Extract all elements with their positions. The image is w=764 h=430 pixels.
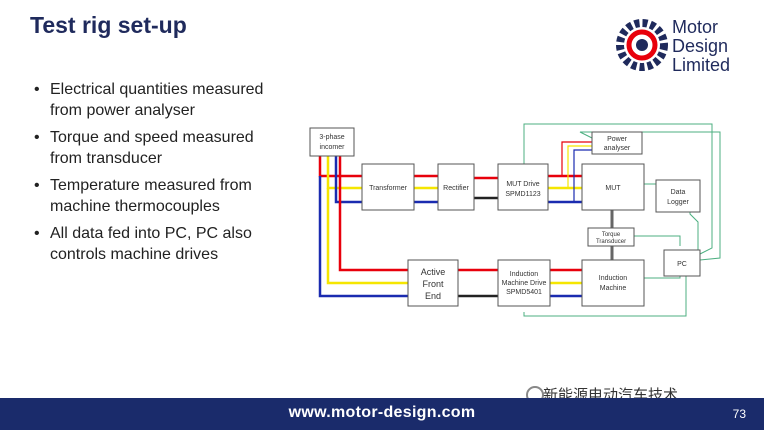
pc-label: PC [677, 261, 687, 268]
rectifier-block [437, 163, 475, 211]
induction-machine-label: Induction [599, 275, 628, 282]
induction-machine-block [581, 259, 645, 307]
page-title: Test rig set-up [30, 12, 187, 38]
afe-label: End [425, 291, 441, 301]
im-drive-block [497, 259, 551, 307]
rectifier-label: Rectifier [443, 185, 469, 192]
im-drive-label: SPMD5401 [506, 289, 542, 296]
mut-drive-block [497, 163, 549, 211]
test-rig-diagram: 3-phase incomer Transformer Rectifier MU… [309, 123, 721, 317]
bullet-item: All data fed into PC, PC also controls m… [34, 224, 284, 265]
wire-blue-bottom [318, 176, 408, 298]
incomer-label: 3-phase [319, 134, 344, 141]
afe-block [407, 259, 459, 307]
torque-transducer-block [587, 227, 635, 247]
afe-label: Active [421, 267, 446, 277]
power-analyser-block [591, 131, 643, 155]
torque-transducer-label: Transducer [596, 239, 626, 245]
wire-red-bottom [338, 156, 408, 272]
logo-line-1: Motor [672, 17, 719, 37]
data-logger-label: Data [671, 189, 686, 196]
mut-block [581, 163, 645, 211]
incomer-label: incomer [320, 144, 346, 151]
torque-transducer-label: Torque [602, 232, 621, 238]
wire-yellow-top [326, 156, 362, 190]
pc-block [663, 249, 701, 277]
transformer-block [361, 163, 415, 211]
im-drive-label: Induction [510, 271, 539, 278]
power-analyser-label: analyser [604, 145, 631, 152]
mut-drive-label: MUT Drive [506, 181, 539, 188]
power-analyser-label: Power [607, 136, 628, 143]
incomer-block [309, 127, 355, 157]
footer-url[interactable]: www.motor-design.com [288, 404, 476, 421]
im-drive-label: Machine Drive [502, 280, 547, 287]
data-logger-block [655, 179, 701, 213]
data-logger-label: Logger [667, 199, 689, 206]
wire-yellow-bottom [326, 188, 408, 285]
bullet-list: Electrical quantities measured from powe… [34, 80, 284, 272]
logo-text: Motor Design Limited [672, 18, 730, 75]
induction-machine-label: Machine [600, 285, 627, 292]
footer-bar: www.motor-design.com 73 [0, 398, 764, 430]
bullet-item: Temperature measured from machine thermo… [34, 176, 284, 217]
logo-line-2: Design [672, 36, 729, 56]
logo-icon [616, 19, 668, 71]
wire-blue-top [334, 156, 362, 204]
mut-label: MUT [605, 185, 621, 192]
logo-line-3: Limited [672, 55, 731, 75]
afe-label: Front [422, 279, 444, 289]
mut-drive-label: SPMD1123 [505, 191, 540, 198]
page-number: 73 [732, 407, 746, 421]
bullet-item: Torque and speed measured from transduce… [34, 128, 284, 169]
power-wires [318, 141, 592, 298]
bullet-item: Electrical quantities measured from powe… [34, 80, 284, 121]
transformer-label: Transformer [369, 185, 408, 192]
